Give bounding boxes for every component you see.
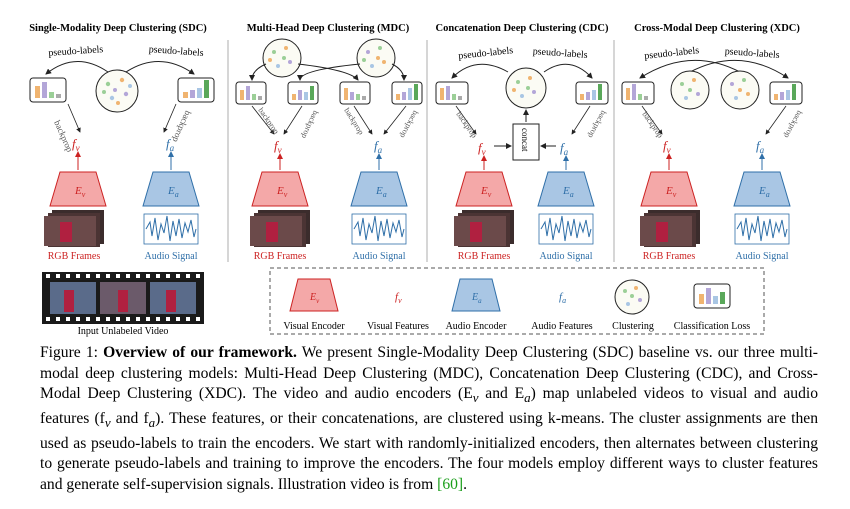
- rgb-frames-label: RGB Frames: [643, 251, 696, 262]
- legend-visual-encoder-label: Visual Encoder: [283, 321, 345, 332]
- concat-box: [512, 123, 540, 161]
- framework-figure: Single-Modality Deep Clustering (SDC) Mu…: [29, 23, 804, 337]
- svg-text:Ea: Ea: [758, 185, 770, 199]
- panel-title-mdc: Multi-Head Deep Clustering (MDC): [247, 23, 410, 34]
- xdc-panel: pseudo-labels pseudo-labels backprop bac…: [621, 45, 804, 262]
- audio-encoder: [350, 171, 408, 207]
- audio-signal-thumb: [143, 213, 199, 245]
- audio-feature-label: f: [756, 138, 762, 153]
- visual-encoder: [49, 171, 107, 207]
- visual-feature-label: f: [663, 138, 669, 153]
- svg-text:fv: fv: [478, 140, 486, 157]
- svg-text:Ev: Ev: [276, 185, 288, 199]
- legend-clustering-label: Clustering: [612, 321, 654, 332]
- panel-title-cdc: Concatenation Deep Clustering (CDC): [436, 23, 609, 34]
- cdc-panel: pseudo-labels pseudo-labels concat backp…: [435, 45, 609, 262]
- legend-audio-encoder-swatch: [451, 278, 501, 312]
- pseudo-labels-label: pseudo-labels: [148, 44, 204, 59]
- svg-text:fv: fv: [663, 138, 671, 155]
- caption-bold: Overview of our framework.: [103, 344, 297, 361]
- svg-text:Ev: Ev: [309, 292, 320, 305]
- audio-feature-label: f: [560, 140, 566, 155]
- legend: Ev Visual Encoder fv Visual Features Ea …: [269, 267, 765, 335]
- backprop-label: backprop: [640, 110, 664, 140]
- sdc-panel: pseudo-labels pseudo-labels backprop bac…: [29, 44, 215, 262]
- rgb-frames-label: RGB Frames: [48, 251, 101, 262]
- audio-encoder: [733, 171, 791, 207]
- svg-text:fa: fa: [560, 140, 569, 157]
- svg-text:fa: fa: [374, 138, 383, 155]
- rgb-frames-thumb: [640, 210, 700, 247]
- visual-encoder: [251, 171, 309, 207]
- rgb-frames-thumb: [44, 210, 104, 247]
- visual-feature-label: f: [478, 140, 484, 155]
- visual-feature-label: f: [72, 136, 78, 151]
- svg-text:Ev: Ev: [74, 185, 86, 199]
- rgb-frames-thumb: [454, 210, 514, 247]
- legend-audio-features-label: Audio Features: [531, 321, 592, 332]
- pseudo-labels-label: pseudo-labels: [48, 44, 104, 59]
- audio-encoder: [537, 171, 595, 207]
- rgb-frames-thumb: [250, 210, 310, 247]
- backprop-label: backprop: [782, 109, 804, 140]
- audio-feature-label: f: [166, 136, 172, 151]
- svg-text:Ev: Ev: [665, 185, 677, 199]
- backprop-label: backprop: [256, 106, 280, 136]
- figure-caption: Figure 1: Overview of our framework. We …: [40, 344, 818, 493]
- svg-text:fa: fa: [756, 138, 765, 155]
- svg-text:Ev: Ev: [480, 185, 492, 199]
- legend-classification-loss-label: Classification Loss: [674, 321, 750, 332]
- citation-link[interactable]: [60]: [437, 475, 464, 493]
- backprop-label: backprop: [454, 110, 478, 140]
- rgb-frames-label: RGB Frames: [458, 251, 511, 262]
- panel-title-xdc: Cross-Modal Deep Clustering (XDC): [634, 23, 800, 34]
- rgb-frames-label: RGB Frames: [254, 251, 307, 262]
- legend-visual-encoder-swatch: [289, 278, 339, 312]
- audio-signal-label: Audio Signal: [144, 251, 197, 262]
- backprop-label: backprop: [300, 109, 321, 140]
- svg-text:fv: fv: [395, 291, 402, 305]
- backprop-label: backprop: [586, 109, 608, 140]
- input-video-label: Input Unlabeled Video: [78, 326, 169, 337]
- svg-text:Ea: Ea: [471, 292, 482, 305]
- visual-feature-label: f: [274, 138, 280, 153]
- svg-text:fa: fa: [166, 136, 175, 153]
- svg-text:Ea: Ea: [375, 185, 387, 199]
- backprop-label: backprop: [170, 109, 193, 144]
- caption-text: We present Single-Modality Deep Clusteri…: [40, 344, 818, 403]
- legend-audio-encoder-label: Audio Encoder: [446, 321, 507, 332]
- audio-signal-thumb: [734, 213, 790, 245]
- pseudo-labels-label: pseudo-labels: [724, 46, 780, 61]
- audio-feature-label: f: [374, 138, 380, 153]
- pseudo-labels-label: pseudo-labels: [458, 45, 514, 62]
- visual-encoder: [640, 171, 698, 207]
- concat-label: concat: [520, 128, 530, 152]
- audio-encoder: [142, 171, 200, 207]
- audio-signal-label: Audio Signal: [539, 251, 592, 262]
- visual-encoder: [455, 171, 513, 207]
- clustering-icon: [95, 69, 139, 113]
- svg-text:fv: fv: [274, 138, 282, 155]
- svg-text:fa: fa: [559, 291, 566, 305]
- audio-signal-thumb: [351, 213, 407, 245]
- legend-border: [269, 267, 765, 335]
- audio-signal-thumb: [538, 213, 594, 245]
- legend-visual-features-label: Visual Features: [367, 321, 429, 332]
- audio-signal-label: Audio Signal: [735, 251, 788, 262]
- panel-title-sdc: Single-Modality Deep Clustering (SDC): [29, 23, 207, 34]
- svg-text:Ea: Ea: [562, 185, 574, 199]
- input-video-filmstrip: [42, 272, 204, 324]
- backprop-label: backprop: [342, 106, 365, 136]
- pseudo-labels-label: pseudo-labels: [532, 46, 588, 61]
- mdc-panel: backprop backprop backprop backprop fv f…: [235, 38, 423, 262]
- caption-prefix: Figure 1:: [40, 344, 104, 361]
- audio-signal-label: Audio Signal: [352, 251, 405, 262]
- svg-text:fv: fv: [72, 136, 80, 153]
- pseudo-labels-label: pseudo-labels: [644, 45, 700, 62]
- svg-text:Ea: Ea: [167, 185, 179, 199]
- backprop-label: backprop: [398, 109, 420, 140]
